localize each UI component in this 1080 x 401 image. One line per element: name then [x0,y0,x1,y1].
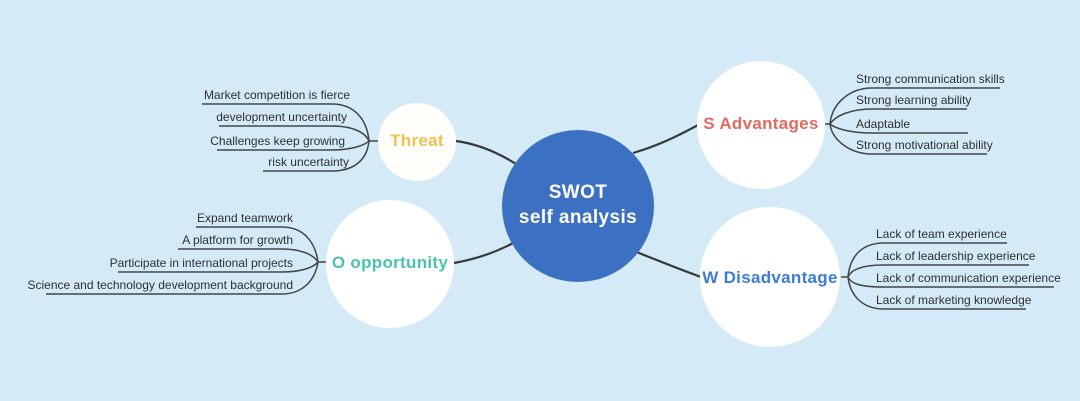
connector-center-disadvantage [633,249,702,279]
disadvantage-leaf-2[interactable]: Lack of leadership experience [876,249,1036,263]
opportunity-leaf-1[interactable]: Expand teamwork [196,211,293,225]
center-node-line2: self analysis [518,207,638,228]
opportunity-branch-lines [46,226,327,295]
threat-node-label[interactable]: Threat [390,131,444,150]
advantages-node-circle[interactable] [697,61,825,189]
threat-leaf-4[interactable]: risk uncertainty [268,155,349,169]
disadvantage-leaf-4[interactable]: Lack of marketing knowledge [876,293,1032,307]
threat-leaf-3[interactable]: Challenges keep growing [210,134,345,148]
opportunity-node-label[interactable]: O opportunity [331,253,449,272]
advantages-leaf-1[interactable]: Strong communication skills [856,72,1005,86]
advantages-leaf-2[interactable]: Strong learning ability [856,93,972,107]
threat-leaf-1[interactable]: Market competition is fierce [203,88,350,102]
disadvantage-node-label[interactable]: W Disadvantage [702,268,838,287]
advantages-leaf-4[interactable]: Strong motivational ability [856,138,993,152]
opportunity-leaf-2[interactable]: A platform for growth [182,233,293,247]
center-node-label[interactable]: SWOT self analysis [488,180,668,230]
connector-center-threat [455,139,517,165]
advantages-branch-lines [822,87,1000,155]
disadvantage-leaf-1[interactable]: Lack of team experience [876,227,1007,241]
threat-node-circle[interactable] [378,103,456,181]
trunk-connectors [453,124,702,279]
threat-branch-lines [202,103,379,172]
advantages-node-label[interactable]: S Advantages [703,114,819,133]
opportunity-node-circle[interactable] [326,200,454,328]
disadvantage-leaf-3[interactable]: Lack of communication experience [876,271,1061,285]
center-node-circle[interactable] [502,130,654,282]
center-node-line1: SWOT [548,182,608,203]
disadvantage-node-circle[interactable] [700,207,840,347]
disadvantage-branch-lines [841,242,1054,310]
connector-center-opportunity [453,240,518,265]
threat-leaf-2[interactable]: development uncertainty [216,110,347,124]
opportunity-leaf-4[interactable]: Science and technology development backg… [27,278,293,292]
opportunity-leaf-3[interactable]: Participate in international projects [109,256,293,270]
advantages-leaf-3[interactable]: Adaptable [856,117,911,131]
connector-center-advantages [632,124,699,155]
